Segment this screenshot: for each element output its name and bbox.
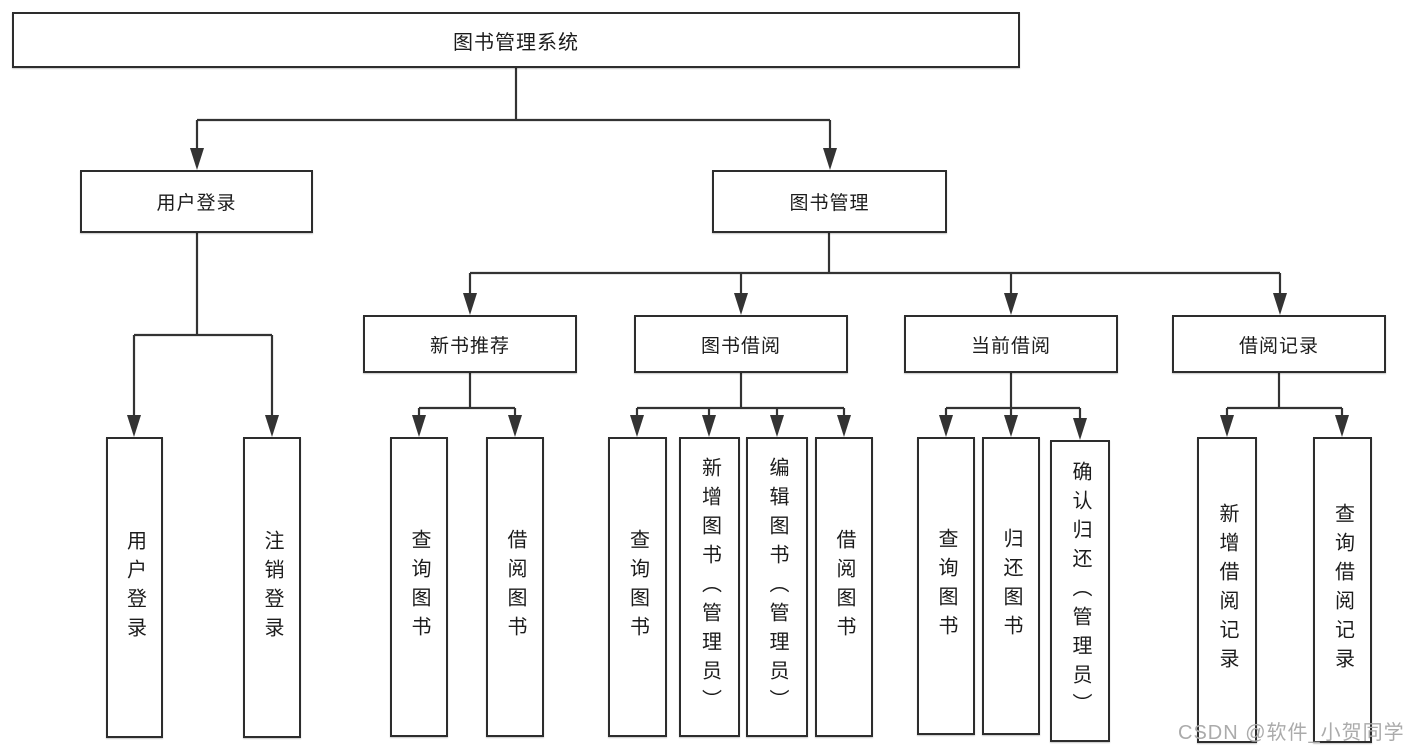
leaf-nb-query-books: 查询图书 (390, 437, 448, 737)
leaf-bb-add-books-admin: 新增图书（管理员） (679, 437, 740, 737)
leaf-cb-query-books: 查询图书 (917, 437, 975, 735)
leaf-bb-edit-books-admin: 编辑图书（管理员） (746, 437, 808, 737)
leaf-label: 新增借阅记录 (1216, 503, 1238, 677)
leaf-label: 用户登录 (123, 529, 146, 646)
node-book-management: 图书管理 (712, 170, 947, 233)
leaf-cb-confirm-return-admin: 确认归还（管理员） (1050, 440, 1110, 742)
node-label: 图书管理系统 (453, 31, 579, 54)
leaf-label: 查询图书 (408, 529, 430, 645)
node-label: 新书推荐 (429, 335, 510, 357)
leaf-label: 借阅图书 (833, 529, 855, 645)
leaf-label: 编辑图书（管理员） (766, 456, 788, 718)
leaf-label: 注销登录 (261, 529, 283, 646)
leaf-bb-borrow-books: 借阅图书 (815, 437, 873, 737)
leaf-user-login: 用户登录 (106, 437, 163, 738)
node-current-borrow: 当前借阅 (904, 315, 1118, 373)
leaf-nb-borrow-books: 借阅图书 (486, 437, 544, 737)
leaf-cb-return-books: 归还图书 (982, 437, 1040, 735)
node-label: 借阅记录 (1238, 335, 1319, 357)
leaf-label: 确认归还（管理员） (1069, 460, 1091, 722)
node-user-login: 用户登录 (80, 170, 313, 233)
watermark: CSDN @软件_小贺同学 (1178, 722, 1405, 744)
leaf-label: 查询图书 (626, 529, 649, 645)
leaf-label: 查询图书 (935, 528, 957, 644)
leaf-br-add-record: 新增借阅记录 (1197, 437, 1257, 743)
leaf-bb-query-books: 查询图书 (608, 437, 667, 737)
node-book-borrow: 图书借阅 (634, 315, 848, 373)
node-label: 当前借阅 (970, 335, 1051, 357)
node-root-system: 图书管理系统 (12, 12, 1020, 68)
node-label: 图书管理 (789, 193, 870, 214)
arrowhead-icons (127, 148, 1349, 440)
leaf-label: 借阅图书 (504, 529, 526, 645)
node-label: 图书借阅 (700, 335, 781, 357)
leaf-label: 归还图书 (1000, 528, 1022, 644)
leaf-logout: 注销登录 (243, 437, 301, 738)
leaf-label: 查询借阅记录 (1331, 503, 1354, 677)
node-borrow-records: 借阅记录 (1172, 315, 1386, 373)
node-label: 用户登录 (156, 193, 237, 214)
leaf-label: 新增图书（管理员） (698, 456, 721, 718)
node-new-book-recommend: 新书推荐 (363, 315, 577, 373)
leaf-br-query-record: 查询借阅记录 (1313, 437, 1372, 743)
